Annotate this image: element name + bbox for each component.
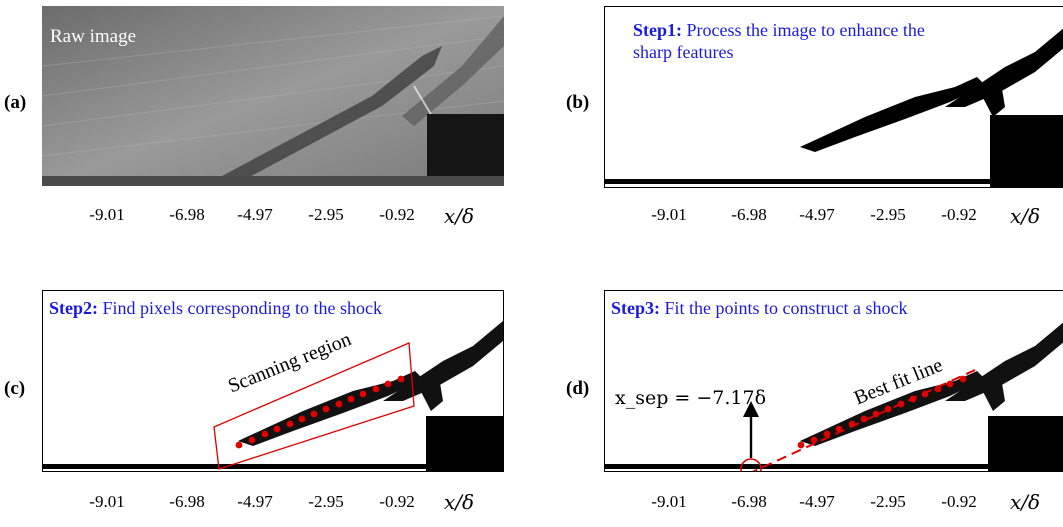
step1-text-line2: sharp features — [633, 42, 734, 62]
panel-c-graphic — [43, 321, 503, 471]
up-arrow-icon — [743, 401, 759, 458]
panel-b-processed: Step1: Process the image to enhance the … — [604, 6, 1063, 188]
axis-ticks-a: -9.01 -6.98 -4.97 -2.95 -0.92 — [42, 205, 504, 231]
tick-label: -6.98 — [169, 205, 205, 224]
tick-label: -6.98 — [731, 492, 767, 511]
step1-heading: Step1: — [633, 20, 682, 40]
tick-label: -6.98 — [169, 492, 205, 511]
panel-label-a: (a) — [4, 92, 27, 113]
axis-ticks-c: -9.01 -6.98 -4.97 -2.95 -0.92 — [42, 492, 504, 518]
axis-ticks-d: -9.01 -6.98 -4.97 -2.95 -0.92 — [604, 492, 1063, 518]
panel-label-c: (c) — [4, 378, 26, 399]
panel-d-fit: Step3: Fit the points to construct a sho… — [604, 290, 1063, 472]
tick-label: -4.97 — [237, 205, 273, 224]
tick-label: -9.01 — [89, 492, 125, 511]
tick-label: -2.95 — [870, 205, 906, 224]
shock-points — [235, 375, 405, 449]
step1-text: Process the image to enhance the — [686, 20, 925, 40]
tick-label: -0.92 — [941, 205, 977, 224]
step3-caption: Step3: Fit the points to construct a sho… — [611, 297, 1061, 319]
x-axis-label-c: x/δ — [444, 490, 475, 514]
step2-caption: Step2: Find pixels corresponding to the … — [49, 297, 499, 319]
tick-label: -4.97 — [237, 492, 273, 511]
tick-label: -2.95 — [308, 492, 344, 511]
panel-label-d: (d) — [566, 378, 590, 399]
separation-label: x_sep = −7.17δ — [615, 387, 767, 409]
tick-label: -9.01 — [89, 205, 125, 224]
step1-caption: Step1: Process the image to enhance the … — [633, 19, 1053, 63]
tick-label: -0.92 — [379, 205, 415, 224]
tick-label: -4.97 — [799, 205, 835, 224]
panel-label-b: (b) — [566, 92, 590, 113]
panel-d-graphic — [605, 322, 1063, 471]
tick-label: -0.92 — [941, 492, 977, 511]
tick-label: -6.98 — [731, 205, 767, 224]
raw-image-label: Raw image — [50, 26, 137, 47]
circle-marker-icon — [740, 458, 762, 471]
tick-label: -0.92 — [379, 492, 415, 511]
step3-heading: Step3: — [611, 298, 660, 318]
tick-label: -2.95 — [870, 492, 906, 511]
x-axis-label-a: x/δ — [444, 204, 475, 228]
tick-label: -9.01 — [651, 492, 687, 511]
axis-ticks-b: -9.01 -6.98 -4.97 -2.95 -0.92 — [604, 205, 1063, 231]
x-axis-label-d: x/δ — [1010, 490, 1041, 514]
panel-c-scanning: Step2: Find pixels corresponding to the … — [42, 290, 504, 472]
step2-text: Find pixels corresponding to the shock — [102, 298, 382, 318]
tick-label: -2.95 — [308, 205, 344, 224]
x-axis-label-b: x/δ — [1010, 204, 1041, 228]
shock-points — [797, 375, 967, 449]
panel-a-raw-image: Raw image — [42, 6, 504, 186]
tick-label: -4.97 — [799, 492, 835, 511]
step3-text: Fit the points to construct a shock — [664, 298, 908, 318]
tick-label: -9.01 — [651, 205, 687, 224]
step2-heading: Step2: — [49, 298, 98, 318]
